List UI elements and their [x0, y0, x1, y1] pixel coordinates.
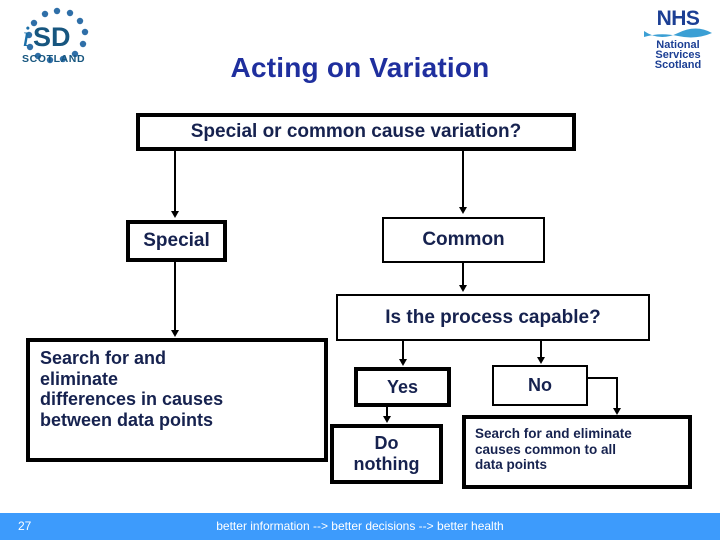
do-nothing-line-2: nothing: [353, 454, 420, 474]
arrowhead-capable-to-no: [537, 357, 545, 364]
isd-scotland-logo: i SD SCOTLAND: [8, 4, 108, 74]
flow-node-common[interactable]: Common: [382, 217, 545, 263]
flow-node-question[interactable]: Special or common cause variation?: [136, 113, 576, 151]
arrowhead-special-to-special-action: [171, 330, 179, 337]
footer-bar: [0, 513, 720, 540]
special-action-line-1: Search for and: [40, 348, 167, 368]
svg-text:SCOTLAND: SCOTLAND: [22, 53, 85, 65]
special-action-line-2: eliminate: [40, 368, 119, 389]
edge-question-to-common: [462, 151, 464, 209]
flow-node-no-label: No: [528, 375, 552, 396]
common-action-line-1: Search for and eliminate: [475, 426, 632, 441]
flow-node-common-action-text: Search for and eliminate causes common t…: [475, 426, 632, 473]
flow-node-special-label: Special: [143, 230, 210, 252]
flow-node-is-process-capable-label: Is the process capable?: [385, 306, 601, 328]
svg-text:National: National: [656, 39, 699, 51]
arrowhead-no-to-common-action: [613, 408, 621, 415]
flow-node-special-action-text: Search for and eliminate differences in …: [40, 348, 223, 431]
edge-common-to-capable: [462, 263, 464, 287]
flow-node-special-action[interactable]: Search for and eliminate differences in …: [26, 338, 328, 462]
common-action-line-2: causes common to all: [475, 441, 617, 457]
edge-no-to-common-action-vertical: [616, 377, 618, 410]
edge-special-to-special-action: [174, 262, 176, 332]
flow-node-question-label: Special or common cause variation?: [190, 121, 522, 143]
arrowhead-question-to-common: [459, 207, 467, 214]
flow-node-do-nothing-text: Do nothing: [354, 433, 420, 474]
arrowhead-common-to-capable: [459, 285, 467, 292]
page-title: Acting on Variation: [230, 52, 490, 83]
arrowhead-question-to-special: [171, 211, 179, 218]
special-action-line-3: differences in causes: [40, 389, 224, 410]
svg-text:NHS: NHS: [657, 7, 700, 30]
flow-node-common-action[interactable]: Search for and eliminate causes common t…: [462, 415, 692, 489]
footer-page-number: 27: [18, 519, 32, 533]
flow-node-no[interactable]: No: [492, 365, 588, 406]
nhs-national-services-scotland-logo: NHS National Services Scotland: [640, 4, 716, 71]
edge-yes-to-do-nothing: [386, 407, 388, 419]
common-action-line-3: data points: [475, 457, 548, 473]
flow-node-special[interactable]: Special: [126, 220, 227, 262]
svg-text:SD: SD: [33, 22, 71, 52]
edge-question-to-special: [174, 151, 176, 213]
arrowhead-capable-to-yes: [399, 359, 407, 366]
edge-no-to-common-action-horizontal: [588, 377, 618, 379]
flow-node-do-nothing[interactable]: Do nothing: [330, 424, 443, 484]
svg-text:Services: Services: [655, 49, 700, 61]
do-nothing-line-1: Do: [374, 433, 399, 454]
footer-tagline: better information --> better decisions …: [216, 519, 504, 533]
edge-capable-to-no: [540, 341, 542, 359]
edge-capable-to-yes: [402, 341, 404, 361]
flow-node-yes-label: Yes: [386, 376, 419, 397]
flow-node-yes[interactable]: Yes: [354, 367, 451, 407]
special-action-line-4: between data points: [40, 410, 214, 431]
flow-node-common-label: Common: [422, 229, 505, 251]
flow-node-is-process-capable[interactable]: Is the process capable?: [336, 294, 650, 341]
svg-text:i: i: [22, 20, 30, 53]
arrowhead-yes-to-do-nothing: [383, 416, 391, 423]
